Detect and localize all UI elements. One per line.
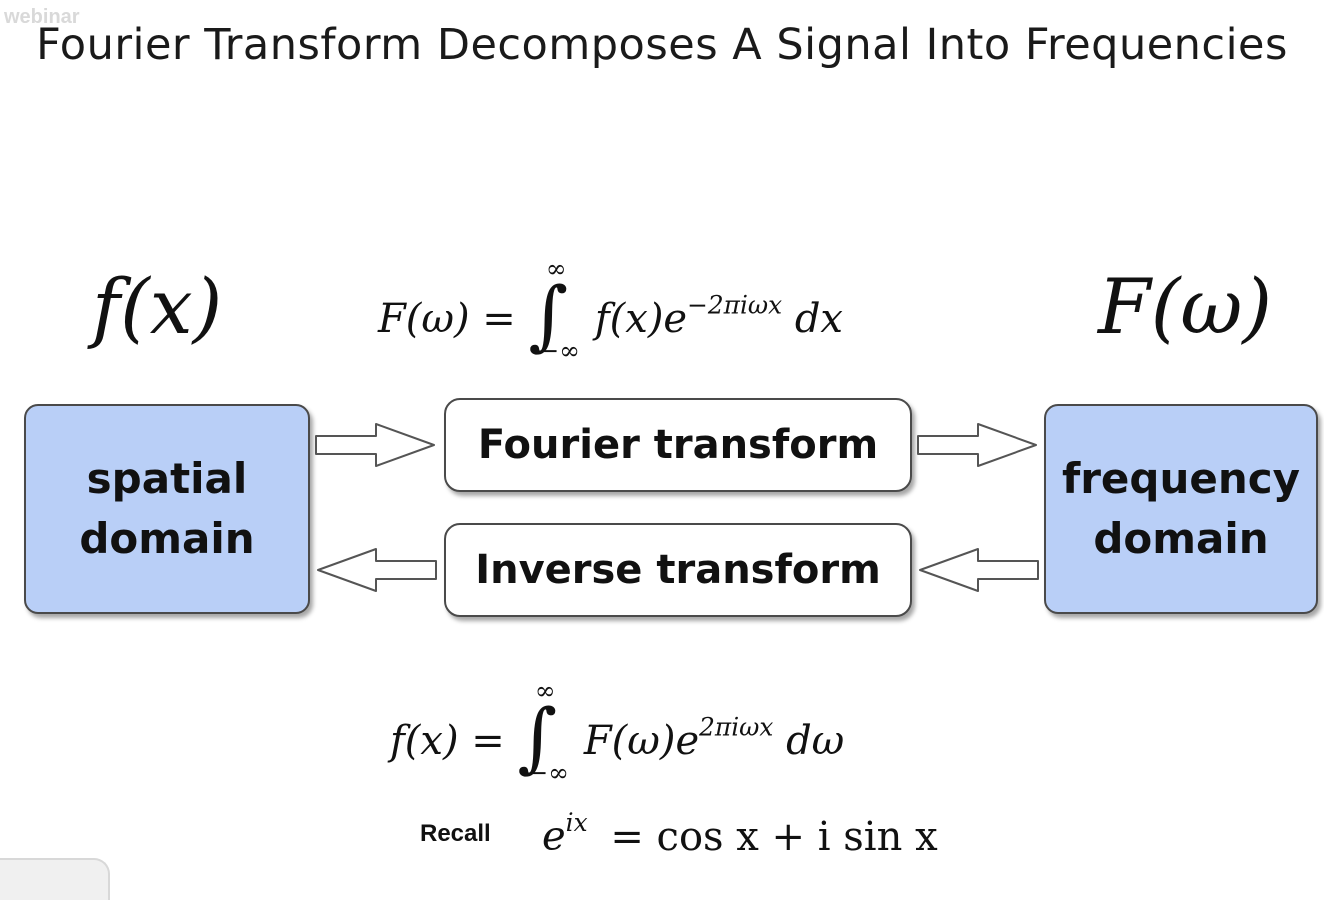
inverse-exponent: 2πiωx (699, 712, 774, 742)
inverse-equation-lhs: f(x) = (390, 718, 505, 764)
spatial-function-label: f(x) (92, 262, 223, 351)
forward-lower-limit: −∞ (538, 336, 580, 366)
inverse-upper-limit: ∞ (534, 676, 556, 706)
spatial-domain-box: spatial domain (24, 404, 310, 614)
integral-sign: ∫ (528, 270, 569, 360)
spatial-domain-line2: domain (79, 514, 255, 563)
recall-label: Recall (420, 820, 491, 847)
inverse-integrand: F(ω)e (583, 718, 700, 764)
inverse-integral: ∫ ∞ −∞ (518, 676, 569, 787)
forward-equation: F(ω) = ∫ ∞ −∞ f(x)e−2πiωx dx (378, 254, 843, 365)
forward-integral: ∫ ∞ −∞ (529, 254, 580, 365)
forward-differential: dx (794, 296, 843, 342)
forward-exponent: −2πiωx (687, 290, 783, 320)
euler-base: e (542, 813, 566, 860)
frequency-domain-line2: domain (1093, 514, 1269, 563)
forward-upper-limit: ∞ (545, 254, 567, 284)
euler-formula: eix = cos x + i sin x (542, 808, 938, 860)
frequency-domain-box: frequency domain (1044, 404, 1318, 614)
right-arrow-icon (917, 423, 1037, 467)
inverse-lower-limit: −∞ (527, 758, 569, 788)
inverse-equation: f(x) = ∫ ∞ −∞ F(ω)e2πiωx dω (390, 676, 845, 787)
frequency-function-label: F(ω) (1098, 262, 1273, 351)
forward-equation-lhs: F(ω) = (378, 296, 516, 342)
fourier-transform-box: Fourier transform (444, 398, 912, 492)
integral-sign: ∫ (517, 692, 558, 782)
right-arrow-icon (315, 423, 435, 467)
forward-integrand: f(x)e (594, 296, 688, 342)
corner-decoration (0, 858, 110, 900)
spatial-domain-line1: spatial (86, 454, 248, 504)
slide-title: Fourier Transform Decomposes A Signal In… (36, 20, 1288, 70)
left-arrow-icon (317, 548, 437, 592)
inverse-transform-box: Inverse transform (444, 523, 912, 617)
left-arrow-icon (919, 548, 1039, 592)
euler-rhs: = cos x + i sin x (610, 813, 938, 860)
inverse-differential: dω (786, 718, 845, 764)
watermark: webinar (4, 6, 80, 28)
euler-exponent: ix (565, 808, 588, 837)
frequency-domain-line1: frequency (1061, 454, 1301, 504)
